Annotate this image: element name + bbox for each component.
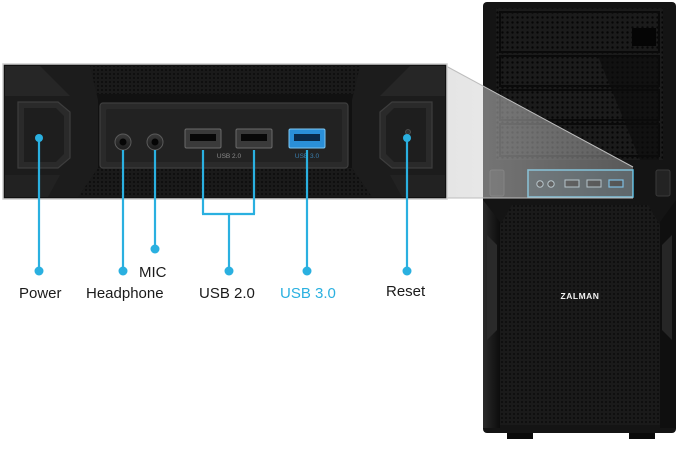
zoom-mesh-top (90, 66, 360, 94)
usb3-port-slot (294, 134, 320, 141)
case-brand-logo: ZALMAN (561, 291, 600, 301)
case-side-cut (487, 235, 497, 340)
callout-dot-usb2 (224, 266, 234, 276)
bay-latch (632, 28, 656, 46)
drive-bay-1 (499, 11, 660, 53)
callout-dot-power (34, 266, 44, 276)
usb2-port-1-slot (190, 134, 216, 141)
label-reset: Reset (386, 283, 426, 300)
case-foot-right (629, 429, 655, 439)
label-power: Power (19, 285, 62, 302)
zoom-beam (446, 66, 633, 198)
reset-led (405, 129, 411, 135)
mic-jack-hole (151, 138, 159, 146)
callout-dot-mic (150, 244, 160, 254)
zoom-beam-edge (445, 65, 634, 168)
callout-dot-headphone (118, 266, 128, 276)
zoomed-front-panel: USB 2.0 USB 3.0 (2, 63, 448, 200)
case-reset-button (655, 169, 671, 197)
zoom-mesh-bottom (70, 168, 380, 197)
case-side-cut (662, 235, 672, 340)
zoom-right-wing-top (380, 66, 445, 96)
label-usb2: USB 2.0 (199, 285, 255, 302)
zoom-right-wing-bottom (390, 175, 445, 197)
callout-lines (34, 134, 412, 276)
label-usb3: USB 3.0 (280, 285, 336, 302)
usb2-port-2-slot (241, 134, 267, 141)
power-button-face (24, 108, 64, 162)
bay-edge-shadow (598, 56, 659, 160)
zoom-left-wing-bottom (5, 175, 60, 197)
zoom-left-wing-top (5, 66, 70, 96)
callout-dot-reset (402, 266, 412, 276)
io-bezel-inner (106, 109, 342, 162)
headphone-jack-hole (119, 138, 127, 146)
label-headphone: Headphone (86, 285, 164, 302)
callout-dot-usb3 (302, 266, 312, 276)
pc-case: ZALMAN (483, 2, 676, 439)
case-foot-left (507, 429, 533, 439)
usb2-port-print: USB 2.0 (217, 153, 242, 160)
label-mic: MIC (139, 264, 167, 281)
case-front-mesh (500, 205, 660, 425)
